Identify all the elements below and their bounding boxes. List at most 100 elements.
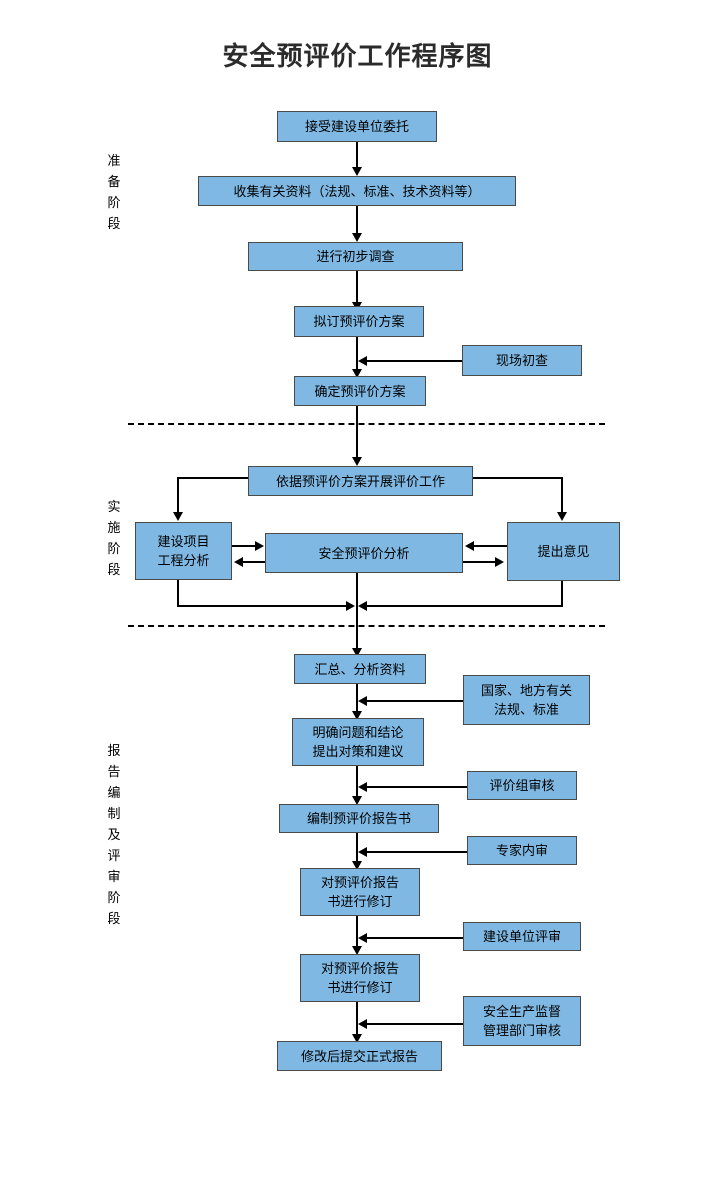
node-line: 现场初查 bbox=[495, 353, 548, 368]
stage-char: 实 bbox=[107, 499, 121, 514]
connector-revise2-to-final bbox=[356, 1002, 358, 1039]
node-summarize-analyze[interactable]: 汇总、分析资料 bbox=[294, 654, 426, 684]
stage-char: 审 bbox=[107, 869, 121, 884]
arrowhead-down bbox=[352, 369, 362, 378]
stage-char: 编 bbox=[107, 785, 121, 800]
connector-compile-to-revise1 bbox=[356, 833, 358, 866]
arrowhead-down bbox=[173, 512, 183, 521]
arrowhead-down bbox=[352, 167, 362, 176]
node-safety-pre-evaluation-analysis[interactable]: 安全预评价分析 bbox=[265, 533, 463, 573]
arrowhead-down bbox=[352, 457, 362, 466]
arrowhead-left bbox=[234, 557, 243, 567]
node-site-inspection[interactable]: 现场初查 bbox=[462, 345, 582, 376]
node-expert-internal-review[interactable]: 专家内审 bbox=[467, 836, 577, 865]
node-line: 明确问题和结论 bbox=[312, 725, 404, 740]
arrowhead-right bbox=[255, 541, 264, 551]
connector-project-bottom-to-trunk bbox=[177, 605, 352, 607]
node-carry-out-evaluation[interactable]: 依据预评价方案开展评价工作 bbox=[248, 466, 473, 496]
stage-char: 准 bbox=[107, 153, 121, 168]
stage-char: 施 bbox=[107, 520, 121, 535]
stage-char: 制 bbox=[107, 806, 121, 821]
node-line: 建设单位评审 bbox=[482, 929, 561, 944]
arrowhead-left bbox=[358, 356, 367, 366]
node-accept-commission[interactable]: 接受建设单位委托 bbox=[277, 111, 437, 142]
stage-char: 段 bbox=[107, 216, 121, 231]
stage-char: 阶 bbox=[107, 541, 121, 556]
connector-accept-to-collect bbox=[356, 142, 358, 169]
arrowhead-right bbox=[346, 601, 355, 611]
node-preliminary-survey[interactable]: 进行初步调查 bbox=[248, 242, 463, 271]
node-clarify-conclusions[interactable]: 明确问题和结论 提出对策和建议 bbox=[292, 718, 424, 766]
node-line: 安全生产监督 bbox=[482, 1004, 561, 1019]
connector-evaluation-left-branch bbox=[177, 477, 248, 479]
node-confirm-plan[interactable]: 确定预评价方案 bbox=[294, 376, 426, 406]
arrowhead-left bbox=[358, 1019, 367, 1029]
node-line: 国家、地方有关 bbox=[480, 683, 572, 698]
connector-project-down bbox=[177, 580, 179, 607]
arrowhead-down bbox=[352, 946, 362, 955]
node-revise-report-1[interactable]: 对预评价报告 书进行修订 bbox=[300, 868, 420, 916]
stage-label-implementation: 实 施 阶 段 bbox=[101, 496, 127, 580]
node-line: 依据预评价方案开展评价工作 bbox=[275, 473, 445, 489]
arrowhead-down bbox=[352, 711, 362, 720]
stage-char: 评 bbox=[107, 848, 121, 863]
arrowhead-down bbox=[352, 1034, 362, 1043]
stage-char: 段 bbox=[107, 562, 121, 577]
node-line: 确定预评价方案 bbox=[314, 383, 406, 399]
node-construction-unit-review[interactable]: 建设单位评审 bbox=[463, 922, 581, 951]
stage-char: 及 bbox=[107, 827, 121, 842]
node-revise-report-2[interactable]: 对预评价报告 书进行修订 bbox=[300, 954, 420, 1002]
node-line: 对预评价报告 bbox=[320, 875, 399, 890]
connector-safety-to-project bbox=[242, 561, 265, 563]
connector-evaluation-left-down bbox=[177, 477, 179, 515]
node-line: 工程分析 bbox=[157, 553, 210, 568]
node-collect-data[interactable]: 收集有关资料（法规、标准、技术资料等） bbox=[198, 176, 516, 206]
connector-expert-review-to-main bbox=[366, 851, 467, 853]
connector-opinions-bottom-to-trunk bbox=[366, 605, 563, 607]
connector-supervision-review-to-main bbox=[366, 1023, 463, 1025]
node-project-engineering-analysis[interactable]: 建设项目 工程分析 bbox=[135, 522, 232, 580]
arrowhead-down bbox=[352, 796, 362, 805]
node-line: 书进行修订 bbox=[327, 980, 393, 995]
connector-draft-to-confirm bbox=[356, 337, 358, 374]
stage-char: 阶 bbox=[107, 195, 121, 210]
connector-group-review-to-main bbox=[366, 786, 467, 788]
connector-revise1-to-revise2 bbox=[356, 916, 358, 950]
arrowhead-left bbox=[358, 696, 367, 706]
node-line: 接受建设单位委托 bbox=[304, 119, 409, 134]
connector-clarify-to-compile bbox=[356, 766, 358, 800]
connector-evaluation-right-down bbox=[561, 477, 563, 515]
stage-char: 段 bbox=[107, 911, 121, 926]
arrowhead-left bbox=[465, 541, 474, 551]
node-line: 书进行修订 bbox=[327, 894, 393, 909]
node-line: 进行初步调查 bbox=[316, 249, 395, 264]
connector-safety-analysis-trunk bbox=[356, 573, 358, 655]
node-submit-opinions[interactable]: 提出意见 bbox=[507, 522, 620, 581]
node-line: 评价组审核 bbox=[489, 778, 555, 793]
node-line: 建设项目 bbox=[157, 534, 210, 549]
node-compile-report[interactable]: 编制预评价报告书 bbox=[279, 804, 439, 833]
connector-survey-to-draft bbox=[356, 271, 358, 305]
node-evaluation-group-review[interactable]: 评价组审核 bbox=[467, 771, 577, 800]
arrowhead-left bbox=[358, 933, 367, 943]
node-safety-supervision-review[interactable]: 安全生产监督 管理部门审核 bbox=[463, 996, 581, 1046]
arrowhead-left bbox=[358, 601, 367, 611]
stage-char: 报 bbox=[107, 743, 121, 758]
divider-preparation-implementation bbox=[128, 423, 605, 425]
stage-label-reporting: 报 告 编 制 及 评 审 阶 段 bbox=[101, 740, 127, 929]
arrowhead-down bbox=[352, 233, 362, 242]
connector-opinions-down bbox=[561, 581, 563, 607]
node-draft-plan[interactable]: 拟订预评价方案 bbox=[294, 306, 424, 337]
connector-summarize-to-clarify bbox=[356, 684, 358, 716]
arrowhead-left bbox=[358, 782, 367, 792]
node-national-local-laws[interactable]: 国家、地方有关 法规、标准 bbox=[463, 675, 590, 725]
connector-project-to-safety bbox=[232, 545, 257, 547]
connector-laws-to-main bbox=[366, 700, 463, 702]
node-submit-final-report[interactable]: 修改后提交正式报告 bbox=[277, 1041, 442, 1071]
connector-collect-to-survey bbox=[356, 206, 358, 236]
arrowhead-right bbox=[495, 557, 504, 567]
page-title: 安全预评价工作程序图 bbox=[222, 41, 493, 71]
connector-safety-to-opinions bbox=[463, 561, 497, 563]
stage-label-preparation: 准 备 阶 段 bbox=[101, 150, 127, 234]
